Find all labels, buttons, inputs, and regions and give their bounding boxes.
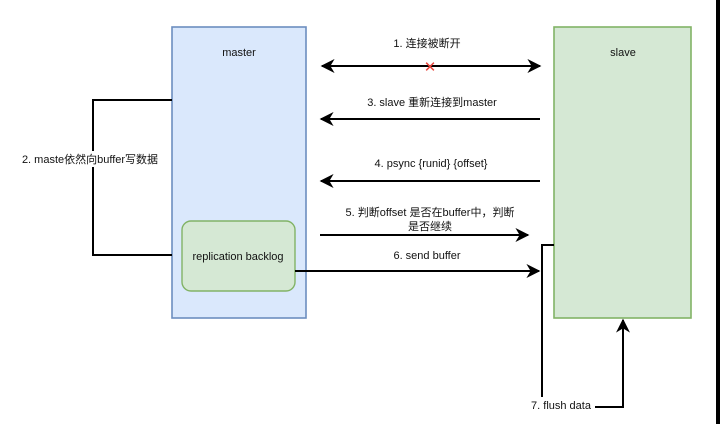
slave-node[interactable]: slave bbox=[553, 26, 692, 319]
step-1-label: 1. 连接被断开 bbox=[393, 36, 460, 50]
broken-connection-icon: ✕ bbox=[424, 58, 437, 76]
edge-step-3: 3. slave 重新连接到master bbox=[319, 95, 540, 126]
step-2-label: 2. maste依然向buffer写数据 bbox=[22, 152, 158, 166]
slave-label: slave bbox=[610, 47, 636, 59]
master-label: master bbox=[222, 47, 256, 59]
backlog-node[interactable]: replication backlog bbox=[181, 220, 296, 292]
edge-step-6: 6. send buffer bbox=[295, 250, 541, 278]
edge-step-5: 5. 判断offset 是否在buffer中，判断 是否继续 bbox=[320, 205, 530, 242]
backlog-box[interactable] bbox=[181, 220, 296, 292]
step-7-line-left bbox=[541, 244, 554, 407]
step-6-label: 6. send buffer bbox=[393, 250, 460, 262]
step-2-loop-line bbox=[92, 99, 172, 256]
step-5-label-line1: 5. 判断offset 是否在buffer中，判断 bbox=[346, 205, 515, 219]
step-5-label-line2: 是否继续 bbox=[408, 219, 452, 233]
step-7-label: 7. flush data bbox=[531, 400, 592, 412]
step-7-label-bg bbox=[527, 397, 595, 412]
step-2-label-bg bbox=[14, 151, 166, 167]
edge-step-1: 1. 连接被断开 ✕ bbox=[320, 36, 542, 76]
backlog-label: replication backlog bbox=[192, 251, 283, 263]
right-edge-border bbox=[716, 0, 720, 424]
step-3-label: 3. slave 重新连接到master bbox=[367, 95, 497, 109]
edge-step-7: 7. flush data bbox=[527, 244, 630, 412]
edge-step-2: 2. maste依然向buffer写数据 bbox=[14, 99, 172, 256]
step-4-label: 4. psync {runid} {offset} bbox=[375, 158, 488, 170]
step-7-arrow bbox=[594, 318, 630, 408]
slave-box[interactable] bbox=[553, 26, 692, 319]
edge-step-4: 4. psync {runid} {offset} bbox=[319, 158, 540, 188]
